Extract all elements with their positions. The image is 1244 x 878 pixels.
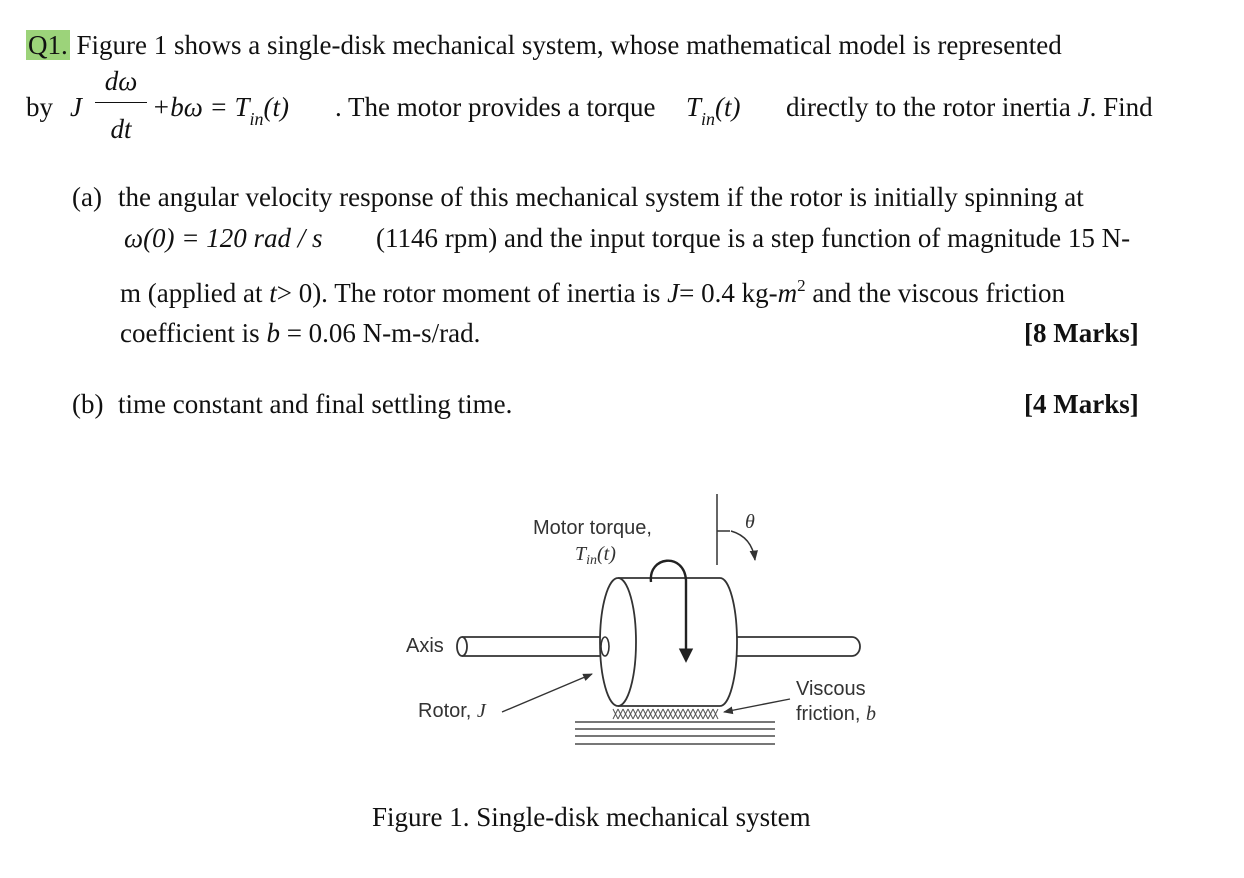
torque-symbol: Tin(t)	[686, 92, 741, 129]
question-intro-text: Figure 1 shows a single-disk mechanical …	[76, 30, 1062, 60]
rotor-leader-arrow	[501, 673, 593, 713]
motor-torque-label: Motor torque,	[533, 517, 652, 539]
equation-subscript: in	[249, 109, 264, 129]
part-a-label: (a)	[72, 182, 102, 212]
friction-hatch	[612, 708, 719, 720]
rotor-cylinder	[599, 577, 738, 707]
question-intro-line2-mid: . The motor provides a torque	[335, 92, 656, 122]
equation-denominator: dt	[110, 114, 132, 144]
question-by: by	[26, 92, 53, 122]
equation-J: J	[70, 92, 82, 122]
viscous-label-line1: Viscous	[796, 678, 866, 700]
part-b-label: (b)	[72, 389, 104, 419]
part-a-line3: m (applied at t> 0). The rotor moment of…	[120, 276, 1066, 308]
part-a-line1: the angular velocity response of this me…	[118, 182, 1084, 212]
equation-numerator: dω	[104, 66, 138, 96]
part-a-marks: [8 Marks]	[1024, 318, 1139, 348]
part-b-text: time constant and final settling time.	[118, 389, 513, 419]
ground-lines	[575, 721, 775, 745]
question-intro-line2-end: directly to the rotor inertia J. Find	[786, 92, 1153, 122]
right-shaft	[734, 636, 861, 657]
viscous-label-line2: friction, b	[796, 703, 877, 725]
question-label: Q1.	[26, 30, 70, 60]
axis-label: Axis	[406, 635, 444, 657]
theta-reference-icon	[716, 494, 758, 565]
question-intro-line1: Q1. Figure 1 shows a single-disk mechani…	[26, 28, 1062, 62]
part-b-marks: [4 Marks]	[1024, 389, 1139, 419]
part-a-line4: coefficient is b = 0.06 N-m-s/rad.	[120, 318, 481, 348]
rotor-label: Rotor, J	[418, 700, 486, 722]
torque-arrow-icon	[649, 559, 694, 663]
left-shaft	[456, 636, 606, 657]
figure-caption: Figure 1. Single-disk mechanical system	[372, 802, 811, 832]
part-a-line2: (1146 rpm) and the input torque is a ste…	[376, 223, 1131, 253]
theta-label: θ	[745, 511, 755, 533]
friction-leader-arrow	[723, 698, 791, 715]
equation-fraction-bar	[95, 102, 147, 104]
part-a-initial-condition: ω(0) = 120 rad / s	[124, 223, 323, 253]
shaft-end	[600, 636, 610, 657]
equation-rest: +bω = Tin(t)	[152, 92, 290, 129]
motor-torque-symbol: Tin(t)	[575, 543, 616, 568]
